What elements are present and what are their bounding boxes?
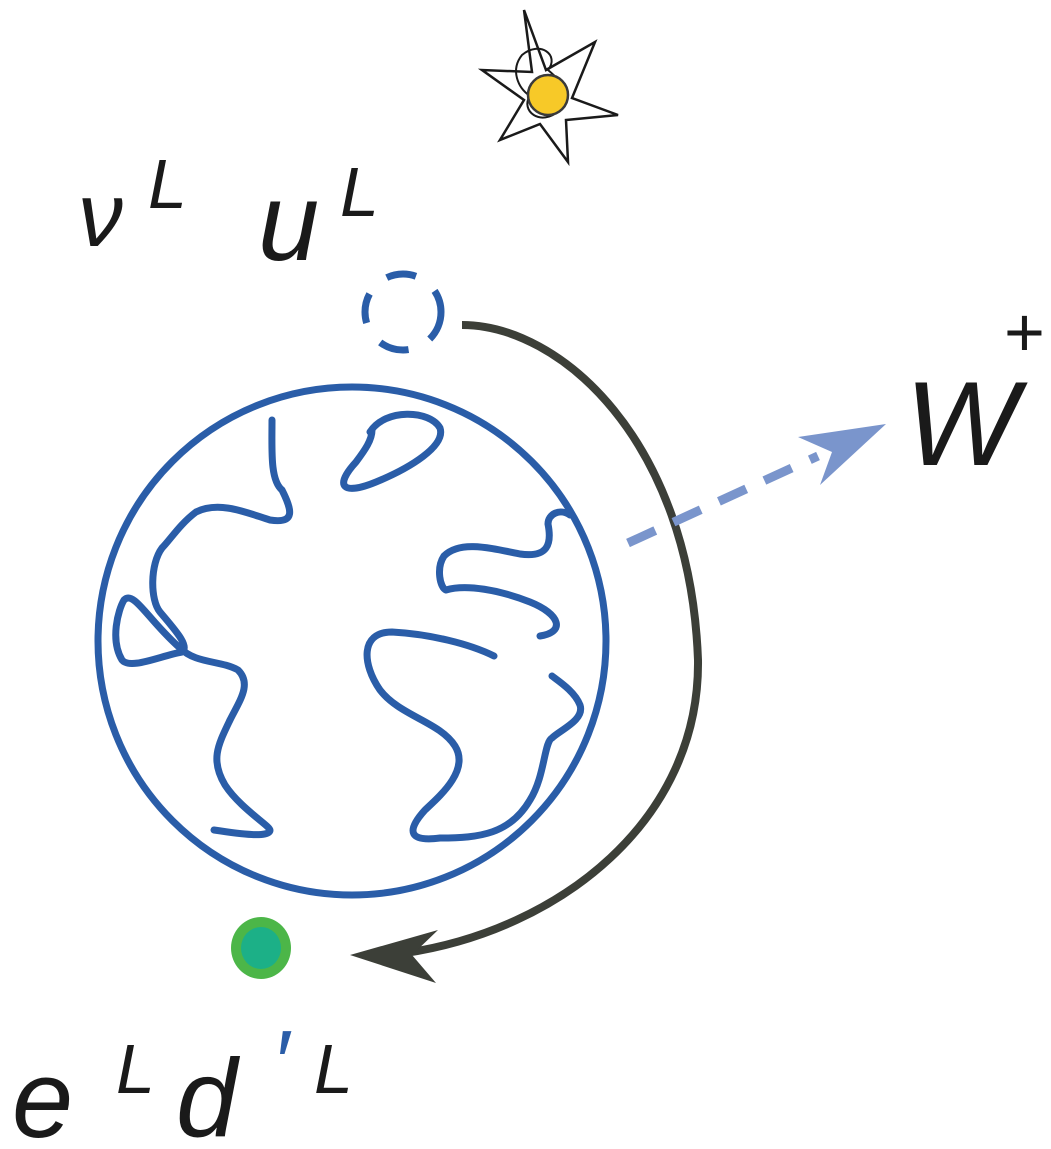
electron-label: e	[12, 1038, 73, 1149]
globe-icon	[98, 387, 606, 895]
up-quark-label: u	[258, 161, 319, 284]
down-quark-superscript: L	[314, 1030, 353, 1108]
up-quark-superscript: L	[340, 153, 379, 231]
sun-core	[528, 75, 568, 115]
down-quark-prime: ′	[272, 1013, 292, 1113]
continent-west	[116, 420, 290, 835]
electron-superscript: L	[116, 1030, 155, 1108]
dashed-quark-circle	[365, 274, 441, 350]
arrowhead-icon	[350, 930, 438, 983]
electron-dot-icon	[231, 917, 291, 979]
continent-north	[344, 414, 441, 488]
w-boson-label: W	[905, 357, 1028, 491]
w-boson-arrow	[628, 424, 886, 543]
transfer-path-arrow	[350, 325, 698, 983]
neutrino-superscript: L	[148, 145, 187, 223]
continent-east-upper	[440, 512, 570, 636]
continent-east-lower	[367, 632, 581, 839]
sun-icon	[482, 10, 618, 162]
w-boson-superscript: +	[1003, 293, 1044, 371]
neutrino-label: ν	[78, 166, 123, 266]
down-quark-label: d	[176, 1037, 241, 1149]
